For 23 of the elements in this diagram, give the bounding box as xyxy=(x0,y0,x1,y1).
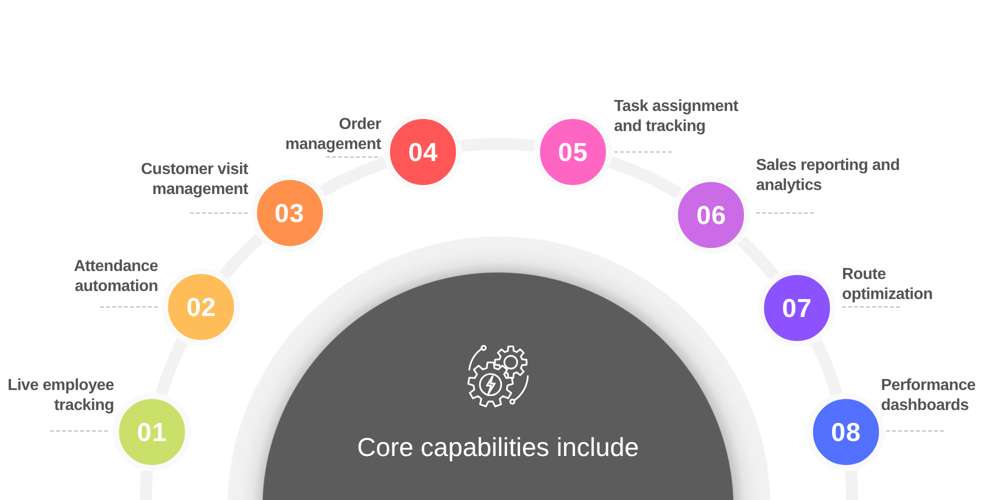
arc-connector xyxy=(810,339,842,396)
step-number: 03 xyxy=(274,198,304,228)
arc-connector xyxy=(156,338,188,396)
arc-connector xyxy=(319,157,388,197)
step-number: 04 xyxy=(408,137,438,168)
step-number: 01 xyxy=(137,417,167,448)
step-number: 07 xyxy=(782,292,812,323)
step-label: Customer visit management xyxy=(140,160,248,200)
arc-connector xyxy=(737,236,779,280)
step-label: Attendance automation xyxy=(72,257,158,297)
step-label: Route optimization xyxy=(842,265,934,305)
arc-connector xyxy=(608,156,682,199)
step-number: 02 xyxy=(186,292,216,322)
step-number: 08 xyxy=(831,417,861,448)
step-number: 05 xyxy=(558,136,588,167)
step-label: Order management xyxy=(284,115,381,155)
step-label: Performance dashboards xyxy=(881,376,977,416)
arc-connector xyxy=(219,233,264,280)
hub-title: Core capabilities include xyxy=(356,431,640,463)
step-label: Live employee tracking xyxy=(6,376,114,416)
step-label: Task assignment and tracking xyxy=(614,97,740,137)
step-number: 06 xyxy=(696,200,726,230)
step-label: Sales reporting and analytics xyxy=(756,156,901,196)
